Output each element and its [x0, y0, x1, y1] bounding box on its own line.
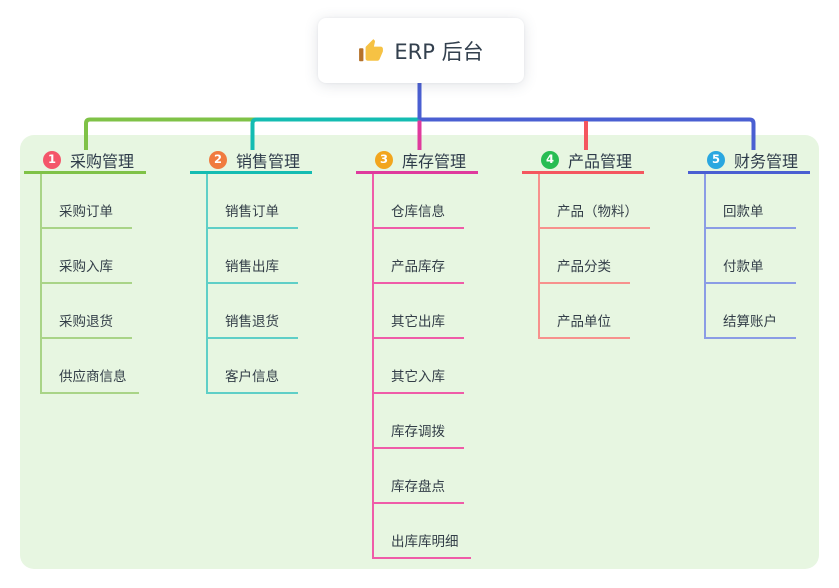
branch-items: 采购订单 采购入库 采购退货 供应商信息 [40, 174, 139, 394]
branches-panel: 1 采购管理 采购订单 采购入库 采购退货 供应商信息 2 销售管理 销售订单 … [20, 135, 819, 569]
branch-number-badge: 4 [541, 151, 559, 169]
mindmap-node[interactable]: 产品单位 [540, 284, 630, 339]
branch-number-badge: 2 [209, 151, 227, 169]
mindmap-node[interactable]: 客户信息 [208, 339, 298, 394]
branch-header[interactable]: 1 采购管理 [24, 149, 146, 174]
branch-product: 4 产品管理 产品（物料） 产品分类 产品单位 [522, 149, 682, 339]
mindmap-node[interactable]: 库存盘点 [374, 449, 464, 504]
branch-items: 销售订单 销售出库 销售退货 客户信息 [206, 174, 298, 394]
branch-items: 仓库信息 产品库存 其它出库 其它入库 库存调拨 库存盘点 出库库明细 [372, 174, 471, 559]
mindmap-node[interactable]: 采购入库 [42, 229, 132, 284]
branch-header[interactable]: 5 财务管理 [688, 149, 810, 174]
branch-header[interactable]: 2 销售管理 [190, 149, 312, 174]
branch-number-badge: 5 [707, 151, 725, 169]
mindmap-node[interactable]: 付款单 [706, 229, 796, 284]
mindmap-node[interactable]: 销售退货 [208, 284, 298, 339]
mindmap-node[interactable]: 其它出库 [374, 284, 464, 339]
root-title: ERP 后台 [394, 39, 484, 64]
mindmap-node[interactable]: 其它入库 [374, 339, 464, 394]
mindmap-node[interactable]: 回款单 [706, 174, 796, 229]
mindmap-node[interactable]: 仓库信息 [374, 174, 464, 229]
branch-items: 产品（物料） 产品分类 产品单位 [538, 174, 650, 339]
branch-header[interactable]: 4 产品管理 [522, 149, 644, 174]
branch-title: 库存管理 [402, 152, 467, 171]
mindmap-node[interactable]: 采购退货 [42, 284, 132, 339]
branch-finance: 5 财务管理 回款单 付款单 结算账户 [688, 149, 839, 339]
mindmap-node[interactable]: 产品分类 [540, 229, 630, 284]
mindmap-node[interactable]: 产品（物料） [540, 174, 650, 229]
branch-title: 产品管理 [568, 152, 633, 171]
mindmap-node[interactable]: 库存调拨 [374, 394, 464, 449]
branch-inventory: 3 库存管理 仓库信息 产品库存 其它出库 其它入库 库存调拨 库存盘点 出库库… [356, 149, 516, 559]
branch-number-badge: 3 [375, 151, 393, 169]
branch-items: 回款单 付款单 结算账户 [704, 174, 796, 339]
root-node[interactable]: ERP 后台 [318, 18, 524, 83]
mindmap-node[interactable]: 销售订单 [208, 174, 298, 229]
mindmap-node[interactable]: 产品库存 [374, 229, 464, 284]
mindmap-node[interactable]: 采购订单 [42, 174, 132, 229]
thumbs-up-icon [359, 38, 384, 61]
mindmap-node[interactable]: 出库库明细 [374, 504, 471, 559]
branch-title: 财务管理 [734, 152, 799, 171]
branch-number-badge: 1 [43, 151, 61, 169]
branch-title: 销售管理 [236, 152, 301, 171]
mindmap-node[interactable]: 结算账户 [706, 284, 796, 339]
mindmap-node[interactable]: 销售出库 [208, 229, 298, 284]
mindmap-node[interactable]: 供应商信息 [42, 339, 139, 394]
branch-procurement: 1 采购管理 采购订单 采购入库 采购退货 供应商信息 [24, 149, 184, 394]
branch-header[interactable]: 3 库存管理 [356, 149, 478, 174]
branch-title: 采购管理 [70, 152, 135, 171]
branch-sales: 2 销售管理 销售订单 销售出库 销售退货 客户信息 [190, 149, 350, 394]
